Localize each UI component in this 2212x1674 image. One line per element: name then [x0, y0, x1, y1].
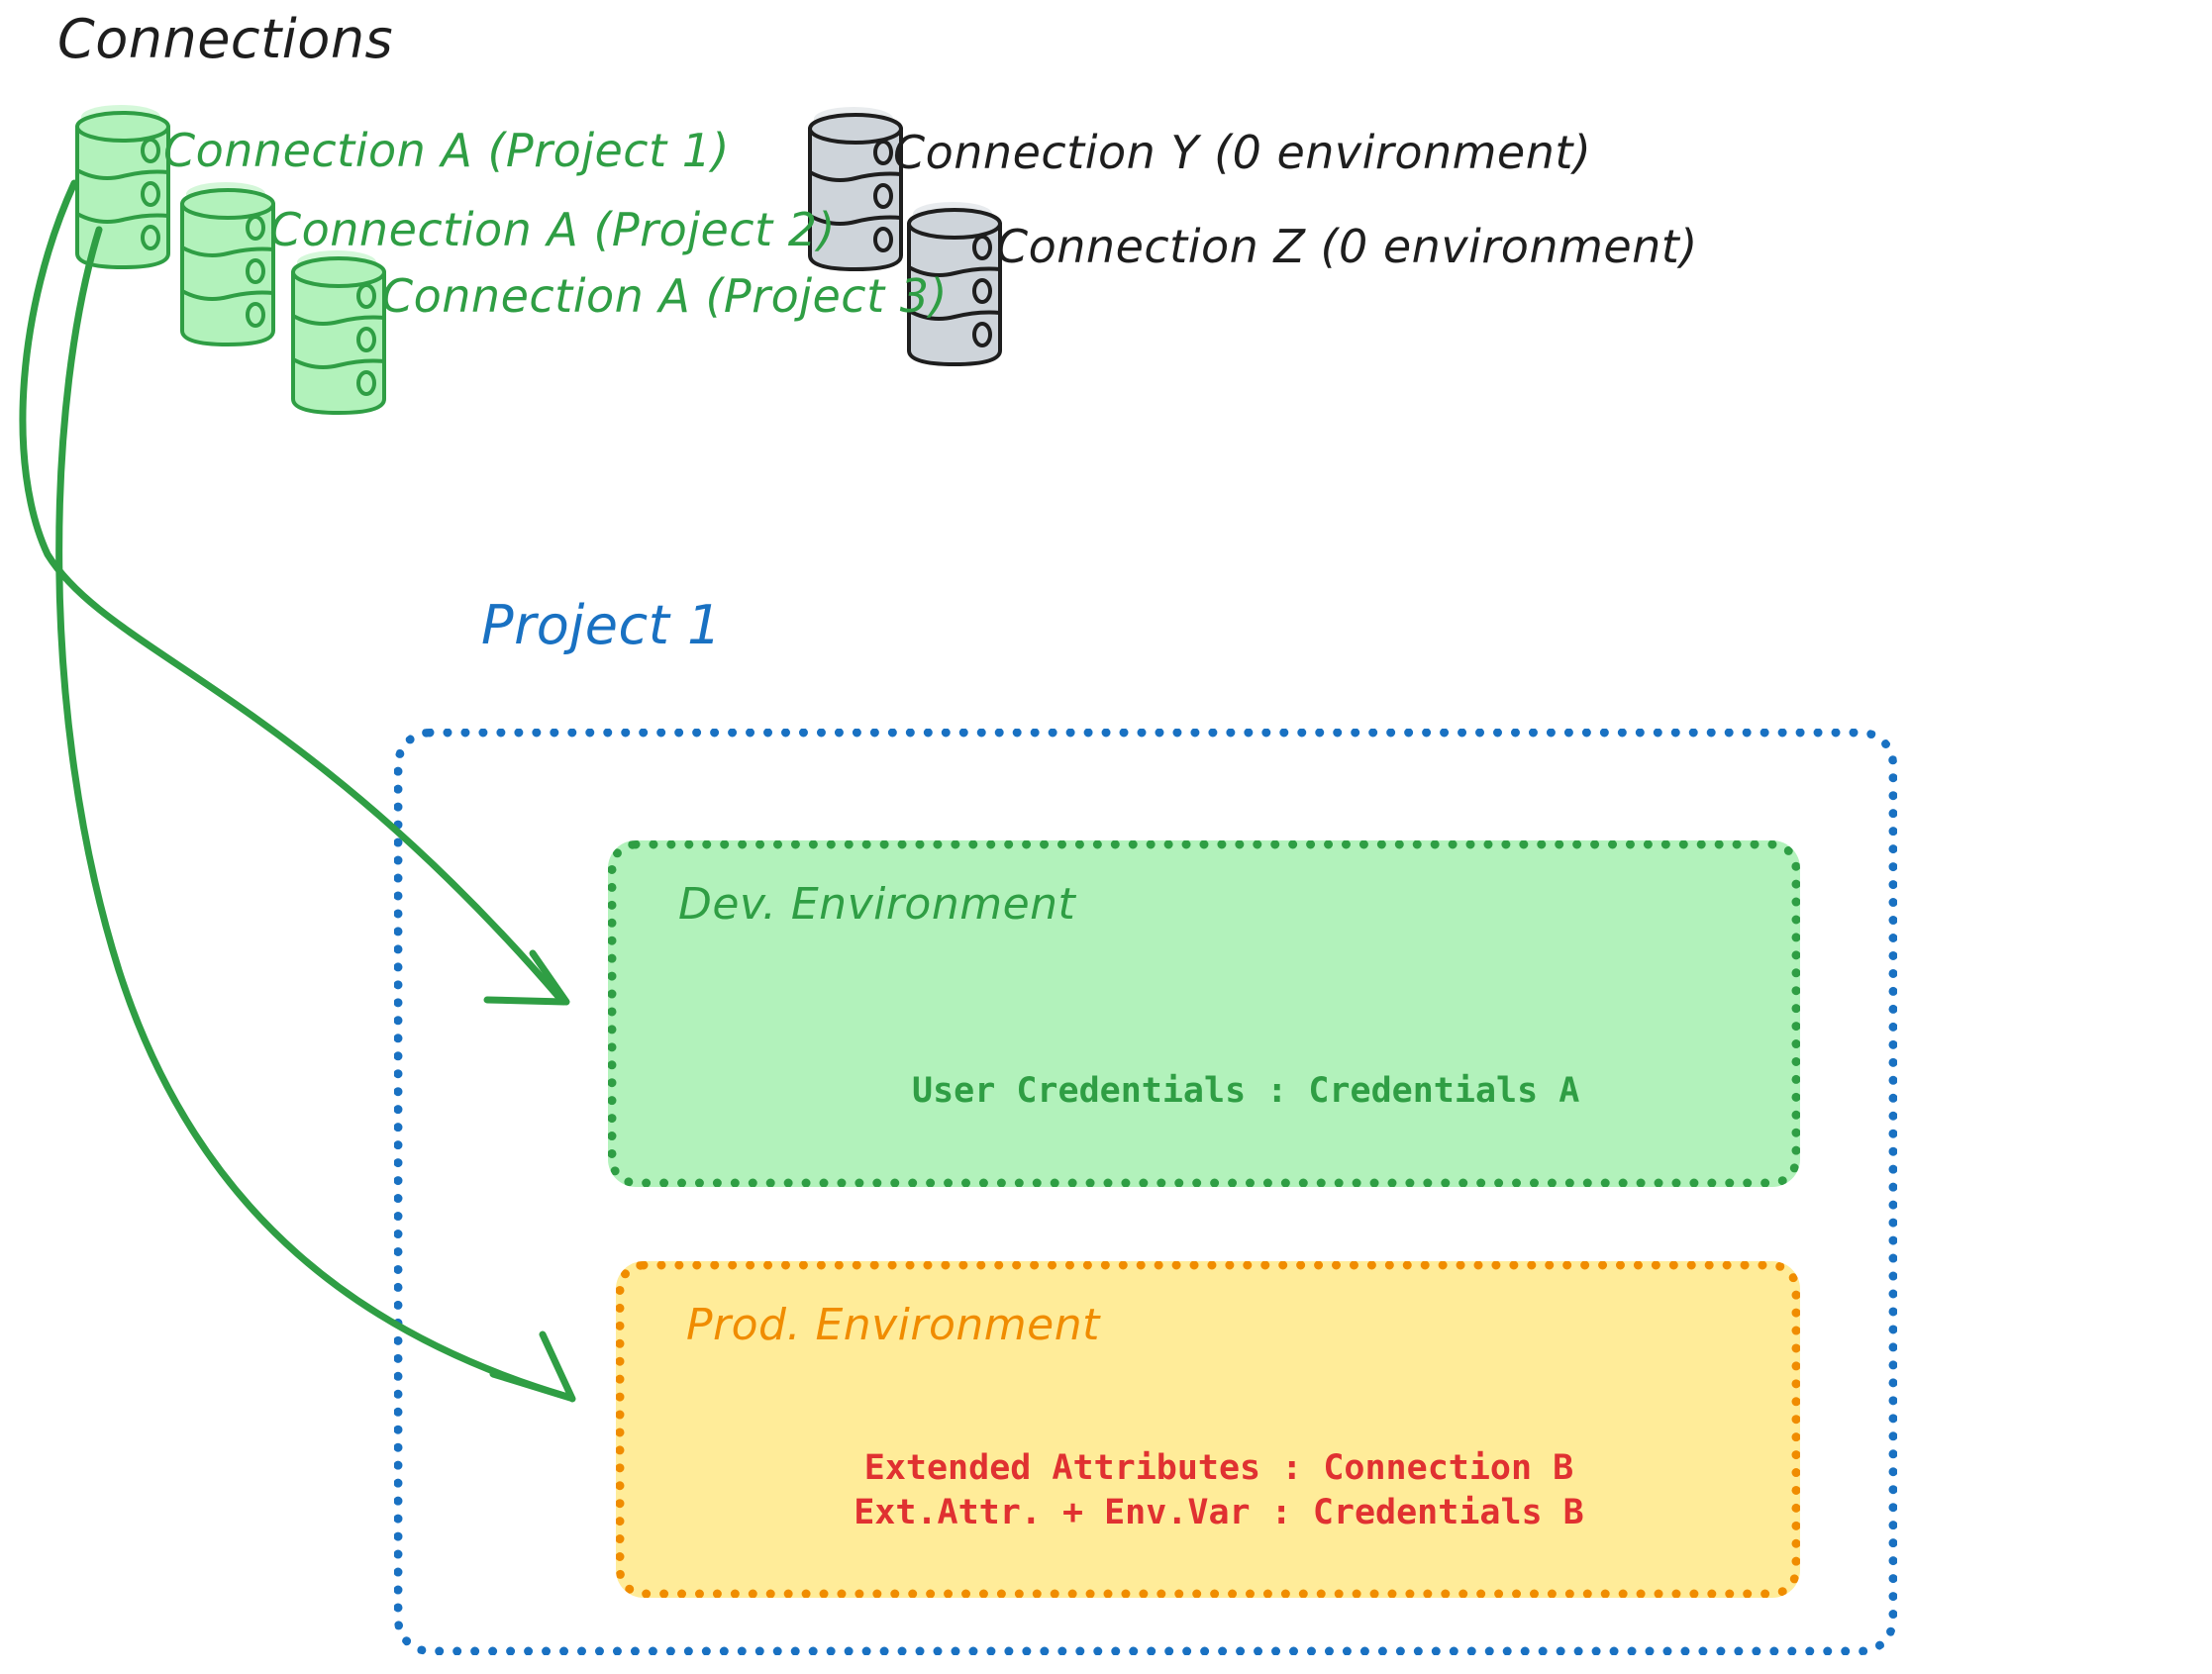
connection-label-a-project-2: Connection A (Project 2) — [269, 203, 836, 256]
connection-label-a-project-3: Connection A (Project 3) — [381, 269, 948, 323]
database-icon-connection-a-project-2 — [180, 188, 275, 346]
environment-prod-attributes: Extended Attributes : Connection B Ext.A… — [854, 1448, 1584, 1532]
environment-dev: Dev. Environment User Credentials : Cred… — [608, 840, 1800, 1187]
environment-prod: Prod. Environment Extended Attributes : … — [616, 1261, 1800, 1598]
connection-label-z: Connection Z (0 environment) — [996, 220, 1698, 273]
database-icon-connection-a-project-3 — [291, 256, 386, 415]
project-title: Project 1 — [481, 594, 722, 656]
database-icon-connection-a-project-1 — [75, 111, 170, 269]
environment-prod-title: Prod. Environment — [686, 1300, 1100, 1350]
page-title: Connections — [57, 8, 394, 70]
connection-label-y: Connection Y (0 environment) — [893, 126, 1592, 179]
connection-label-a-project-1: Connection A (Project 1) — [163, 124, 730, 177]
environment-dev-credentials: User Credentials : Credentials A — [912, 1071, 1580, 1111]
project-boundary: Dev. Environment User Credentials : Cred… — [394, 729, 1897, 1655]
environment-dev-title: Dev. Environment — [678, 879, 1076, 930]
